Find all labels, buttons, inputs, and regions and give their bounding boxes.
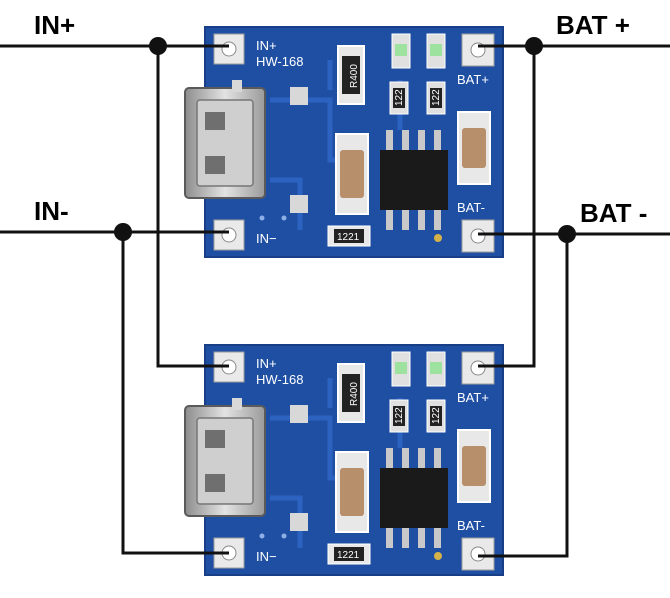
charger-ic: [380, 468, 448, 528]
label-bat-minus: BAT -: [580, 198, 647, 228]
usb-tab: [205, 430, 225, 448]
via: [281, 215, 287, 221]
wire-bat-minus-drop: [478, 234, 569, 558]
junction-bat-plus: [525, 37, 543, 55]
via: [259, 215, 265, 221]
via: [434, 234, 442, 242]
silk-model: HW-168: [256, 54, 303, 69]
silk-in-minus: IN−: [256, 549, 277, 564]
junction-bat-minus: [558, 225, 576, 243]
silk-122-a: 122: [394, 407, 405, 424]
small-pad: [290, 513, 308, 531]
ic-pins: [386, 130, 441, 230]
charger-board-2: IN+ HW-168 IN− BAT+ BAT- R400 122 122 12…: [184, 344, 504, 576]
label-in-plus: IN+: [34, 10, 75, 40]
small-pad: [232, 80, 242, 92]
silk-in-plus: IN+: [256, 356, 277, 371]
wire-in-plus-drop: [156, 46, 229, 368]
ic-pins: [386, 448, 441, 548]
junction-in-plus: [149, 37, 167, 55]
usb-tab: [205, 156, 225, 174]
small-pad: [290, 405, 308, 423]
wire-in-minus-drop: [121, 232, 229, 555]
junction-in-minus: [114, 223, 132, 241]
silk-122-b: 122: [431, 407, 442, 424]
small-pad: [290, 195, 308, 213]
silk-r400: R400: [349, 382, 360, 406]
pcb-trace: [270, 60, 403, 230]
charger-ic: [380, 150, 448, 210]
small-pad: [290, 87, 308, 105]
usb-tab: [205, 112, 225, 130]
silk-122-b: 122: [431, 89, 442, 106]
silk-1221: 1221: [337, 550, 360, 561]
via: [281, 533, 287, 539]
silk-in-minus: IN−: [256, 231, 277, 246]
pcb-trace: [270, 378, 403, 548]
usb-tab: [205, 474, 225, 492]
wire-bat-plus-drop: [478, 46, 536, 368]
silk-r400: R400: [349, 64, 360, 88]
silk-in-plus: IN+: [256, 38, 277, 53]
silk-bat-plus: BAT+: [457, 390, 489, 405]
silk-1221: 1221: [337, 232, 360, 243]
via: [259, 533, 265, 539]
silk-bat-minus: BAT-: [457, 518, 485, 533]
charger-board-1: IN+ HW-168 IN− BAT+ BAT- R400 122 122 12…: [184, 26, 504, 258]
label-bat-plus: BAT +: [556, 10, 630, 40]
label-in-minus: IN-: [34, 196, 69, 226]
silk-122-a: 122: [394, 89, 405, 106]
wiring: [0, 37, 670, 558]
silk-bat-minus: BAT-: [457, 200, 485, 215]
silk-model: HW-168: [256, 372, 303, 387]
via: [434, 552, 442, 560]
silk-bat-plus: BAT+: [457, 72, 489, 87]
small-pad: [232, 398, 242, 410]
